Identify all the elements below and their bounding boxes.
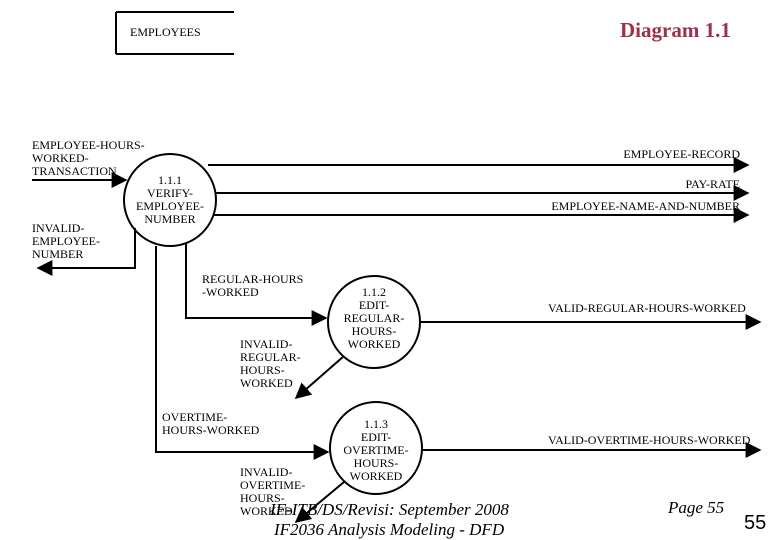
flow-invalid-regular-hours-line [294, 355, 345, 400]
footer-page-label: Page 55 [668, 498, 725, 517]
process-edit-overtime-label: 1.1.3 EDIT- OVERTIME- HOURS- WORKED [343, 417, 409, 483]
process-verify-employee-number [123, 153, 217, 247]
flow-employee-record-label: EMPLOYEE-RECORD [623, 147, 740, 161]
flow-invalid-overtime-hours-label: INVALID- OVERTIME- HOURS- WORKED [240, 465, 306, 518]
flow-overtime-hours-worked-label: OVERTIME- HOURS-WORKED [162, 410, 260, 437]
footer-course: IF2036 Analysis Modeling - DFD [274, 520, 505, 539]
flow-regular-hours-worked-line [185, 244, 328, 326]
flow-valid-regular-hours-label: VALID-REGULAR-HOURS-WORKED [548, 301, 746, 315]
flow-invalid-regular-hours-label: INVALID- REGULAR- HOURS- WORKED [240, 337, 301, 390]
process-edit-overtime-hours [329, 401, 423, 495]
footer-revision: IF-ITB/DS/Revisi: September 2008 [270, 500, 509, 519]
datastore-employees-label: EMPLOYEES [130, 25, 201, 39]
process-edit-regular-label: 1.1.2 EDIT- REGULAR- HOURS- WORKED [343, 285, 405, 351]
flow-invalid-employee-number-label: INVALID- EMPLOYEE- NUMBER [32, 221, 100, 261]
datastore-employees [115, 11, 234, 55]
flow-invalid-overtime-hours-line [294, 481, 345, 524]
page-number: 55 [744, 512, 767, 534]
flow-invalid-employee-number-line [36, 228, 136, 276]
flow-employee-hours-transaction-label: EMPLOYEE-HOURS- WORKED- TRANSACTION [32, 138, 145, 178]
flow-overtime-hours-worked-line [155, 246, 330, 460]
flow-valid-overtime-hours-label: VALID-OVERTIME-HOURS-WORKED [548, 433, 751, 447]
flow-pay-rate-label: PAY-RATE [685, 177, 740, 191]
process-verify-label: 1.1.1 VERIFY- EMPLOYEE- NUMBER [136, 173, 204, 226]
flow-regular-hours-worked-label: REGULAR-HOURS -WORKED [202, 272, 304, 299]
diagram-title: Diagram 1.1 [620, 18, 731, 42]
flow-employee-name-number-label: EMPLOYEE-NAME-AND-NUMBER [551, 199, 740, 213]
